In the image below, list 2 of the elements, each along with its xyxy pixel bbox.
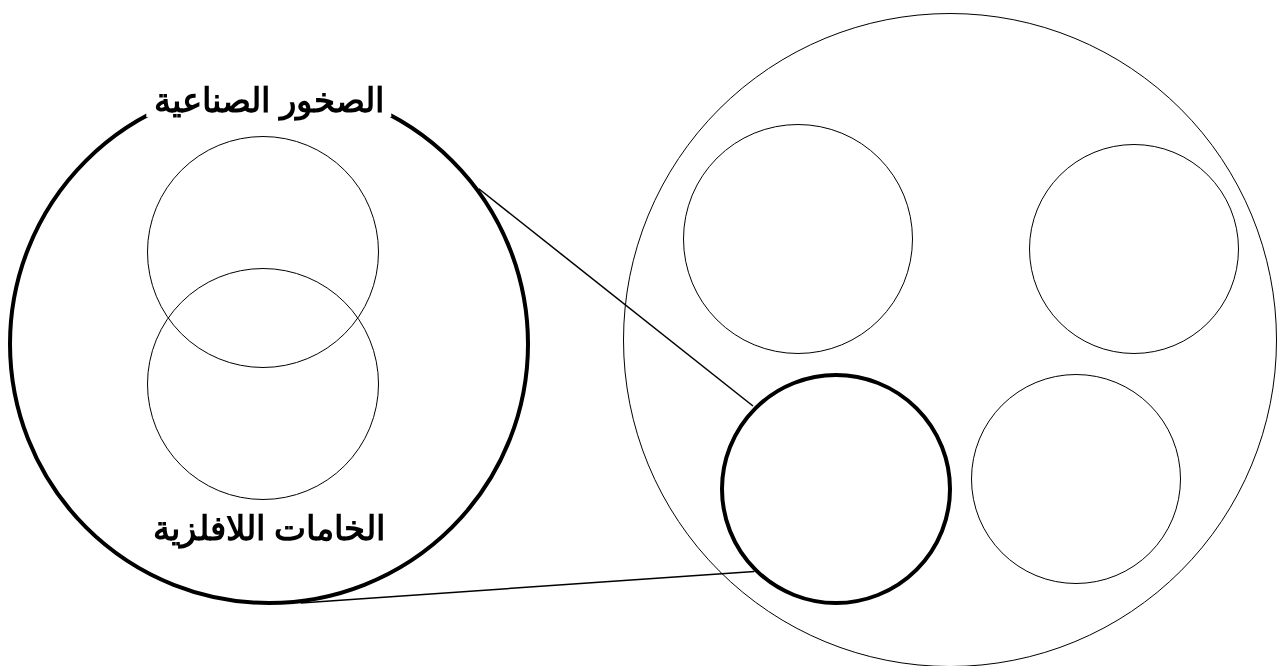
connector-line bbox=[300, 570, 756, 604]
connector-line bbox=[478, 188, 754, 407]
